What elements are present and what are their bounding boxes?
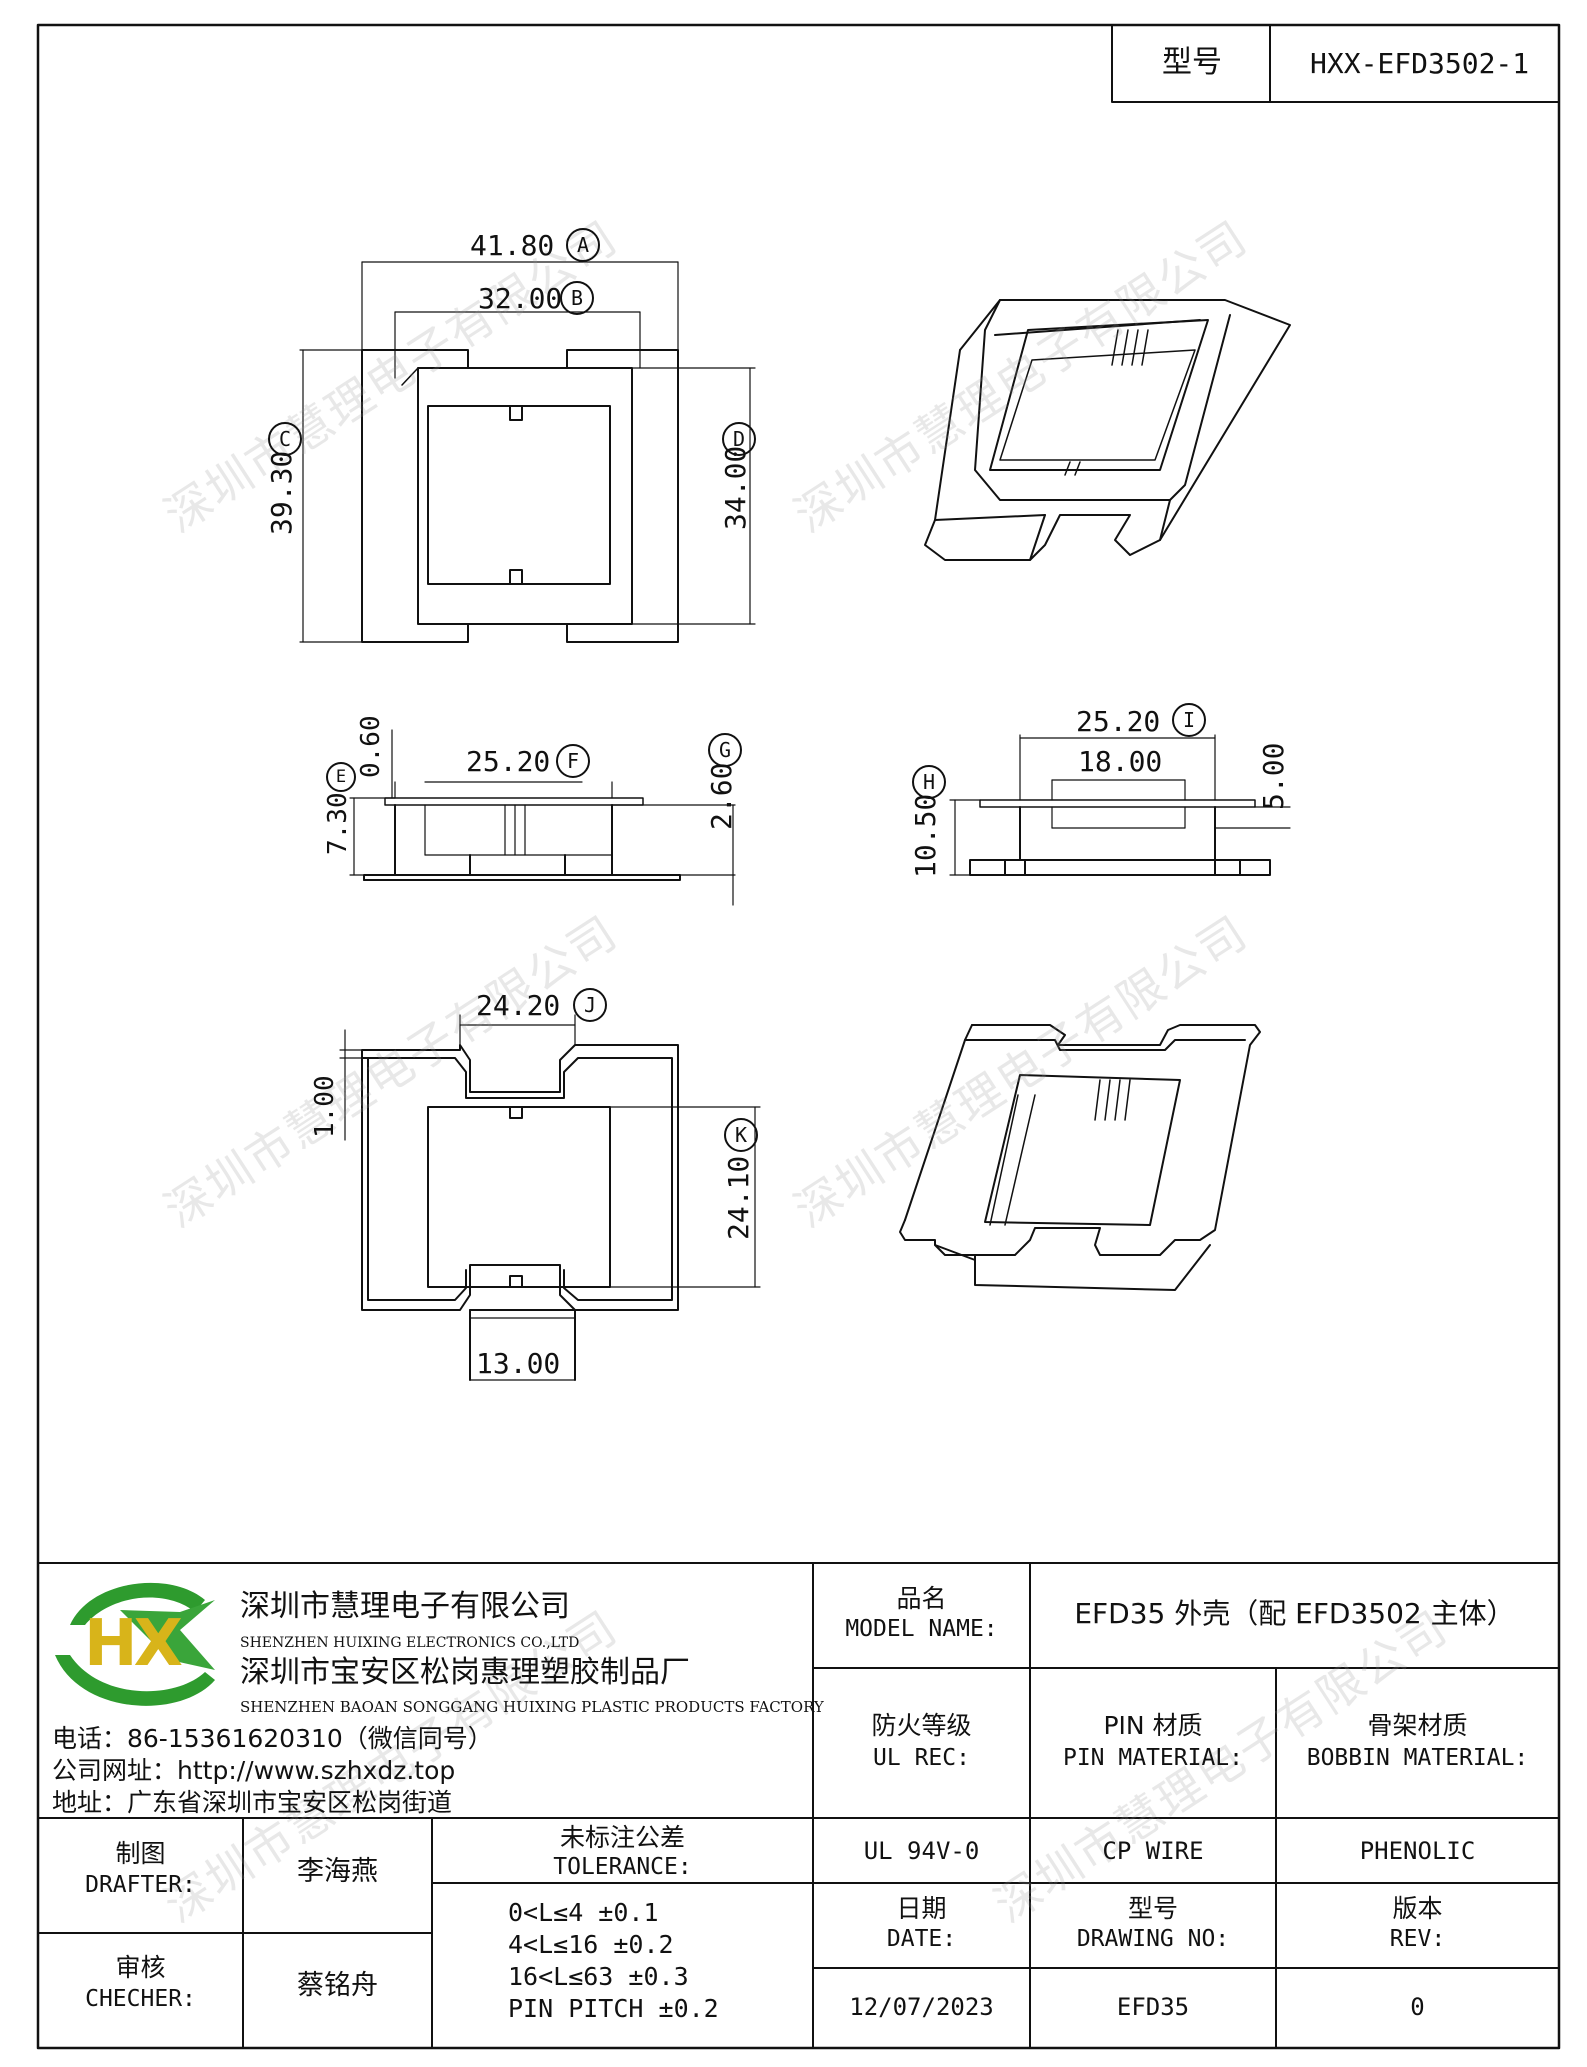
tolerance-label-cn: 未标注公差 <box>559 1823 685 1852</box>
product-name-label-cn: 品名 <box>896 1584 947 1613</box>
tolerance-line: 0<L≤4 ±0.1 <box>508 1898 659 1927</box>
date-label-cn: 日期 <box>896 1894 947 1923</box>
dim-G-value: 2.60 <box>705 762 738 830</box>
logo-text: HX <box>84 1607 183 1681</box>
dim-I-tag: I <box>1172 703 1206 737</box>
bobbin-value: PHENOLIC <box>1359 1837 1476 1865</box>
tolerance-label-en: TOLERANCE: <box>553 1854 692 1880</box>
drawing-no-value: EFD35 <box>1116 1993 1190 2021</box>
isometric-view-bottom <box>899 1024 1261 1291</box>
dim-E-tag: E <box>326 762 356 792</box>
product-name-value: EFD35 外壳（配 EFD3502 主体） <box>1074 1597 1515 1630</box>
drafter-name: 李海燕 <box>297 1856 378 1887</box>
rev-value: 0 <box>1410 1993 1425 2021</box>
side-view-right <box>949 734 1291 876</box>
dim-K-value: 24.10 <box>722 1155 755 1240</box>
dim-J-tag: J <box>573 988 607 1022</box>
bottom-view <box>339 1014 761 1381</box>
dim-I-value: 25.20 <box>1076 705 1161 738</box>
dim-C-value: 39.30 <box>265 450 298 535</box>
dim-A-value: 41.80 <box>470 229 555 262</box>
dim-inner-width: 18.00 <box>1078 745 1163 778</box>
drafter-label-cn: 制图 <box>115 1839 166 1868</box>
fire-label-cn: 防火等级 <box>871 1711 972 1740</box>
company-phone: 电话：86-15361620310（微信同号） <box>52 1724 493 1753</box>
dim-bottom-width: 13.00 <box>476 1347 561 1380</box>
pin-label-cn: PIN 材质 <box>1103 1711 1203 1740</box>
model-value: HXX-EFD3502-1 <box>1310 47 1530 80</box>
side-view-left <box>349 729 736 906</box>
dim-G-tag: G <box>708 733 742 767</box>
rev-label-cn: 版本 <box>1392 1894 1443 1923</box>
dim-H-value: 10.50 <box>909 793 942 878</box>
isometric-view-top <box>924 299 1291 561</box>
date-value: 12/07/2023 <box>849 1993 994 2021</box>
rev-label-en: REV: <box>1389 1926 1446 1952</box>
model-label: 型号 <box>1162 45 1222 80</box>
dim-left-small: 1.00 <box>310 1075 340 1138</box>
top-view <box>299 261 756 643</box>
dim-F-tag: F <box>556 744 590 778</box>
fire-label-en: UL REC: <box>873 1745 970 1771</box>
factory-name-en: SHENZHEN BAOAN SONGGANG HUIXING PLASTIC … <box>240 1698 824 1716</box>
dim-D-tag: D <box>722 422 756 456</box>
tolerance-line: 4<L≤16 ±0.2 <box>508 1930 674 1959</box>
header-box <box>1111 24 1560 103</box>
dim-D-value: 34.00 <box>719 445 752 530</box>
dim-B-value: 32.00 <box>478 282 563 315</box>
dim-H-tag: H <box>912 765 946 799</box>
dim-E-value: 7.30 <box>323 792 353 855</box>
date-label-en: DATE: <box>886 1926 957 1952</box>
pin-value: CP WIRE <box>1102 1837 1204 1865</box>
bobbin-label-cn: 骨架材质 <box>1367 1711 1468 1740</box>
dim-F-value: 25.20 <box>466 745 551 778</box>
company-logo <box>55 1582 215 1706</box>
pin-label-en: PIN MATERIAL: <box>1062 1745 1243 1771</box>
sheet-border <box>36 23 1561 2050</box>
product-name-label-en: MODEL NAME: <box>845 1616 998 1642</box>
dim-C-tag: C <box>268 422 302 456</box>
company-address: 地址：广东省深圳市宝安区松岗街道 <box>52 1788 453 1817</box>
dim-K-tag: K <box>724 1118 758 1152</box>
factory-name-cn: 深圳市宝安区松岗惠理塑胶制品厂 <box>240 1655 690 1690</box>
dim-J-value: 24.20 <box>476 989 561 1022</box>
drawing-no-label-en: DRAWING NO: <box>1076 1926 1230 1952</box>
drafter-label-en: DRAFTER: <box>85 1872 196 1898</box>
checker-label-cn: 审核 <box>115 1953 166 1982</box>
title-block-grid <box>37 1562 1560 2049</box>
tolerance-line: 16<L≤63 ±0.3 <box>508 1962 689 1991</box>
company-name-en: SHENZHEN HUIXING ELECTRONICS CO.,LTD <box>240 1635 580 1651</box>
company-website: 公司网址：http://www.szhxdz.top <box>52 1756 456 1785</box>
dim-B-tag: B <box>560 281 594 315</box>
dim-side-top: 0.60 <box>356 715 386 778</box>
tolerance-line: PIN PITCH ±0.2 <box>508 1994 719 2023</box>
fire-value: UL 94V-0 <box>863 1837 980 1865</box>
bobbin-label-en: BOBBIN MATERIAL: <box>1306 1745 1529 1771</box>
checker-name: 蔡铭舟 <box>297 1970 378 2001</box>
drawing-no-label-cn: 型号 <box>1127 1894 1178 1923</box>
checker-label-en: CHECHER: <box>85 1986 196 2012</box>
dim-A-tag: A <box>566 228 600 262</box>
company-name-cn: 深圳市慧理电子有限公司 <box>240 1589 570 1624</box>
dim-side-right: 5.00 <box>1257 742 1290 810</box>
